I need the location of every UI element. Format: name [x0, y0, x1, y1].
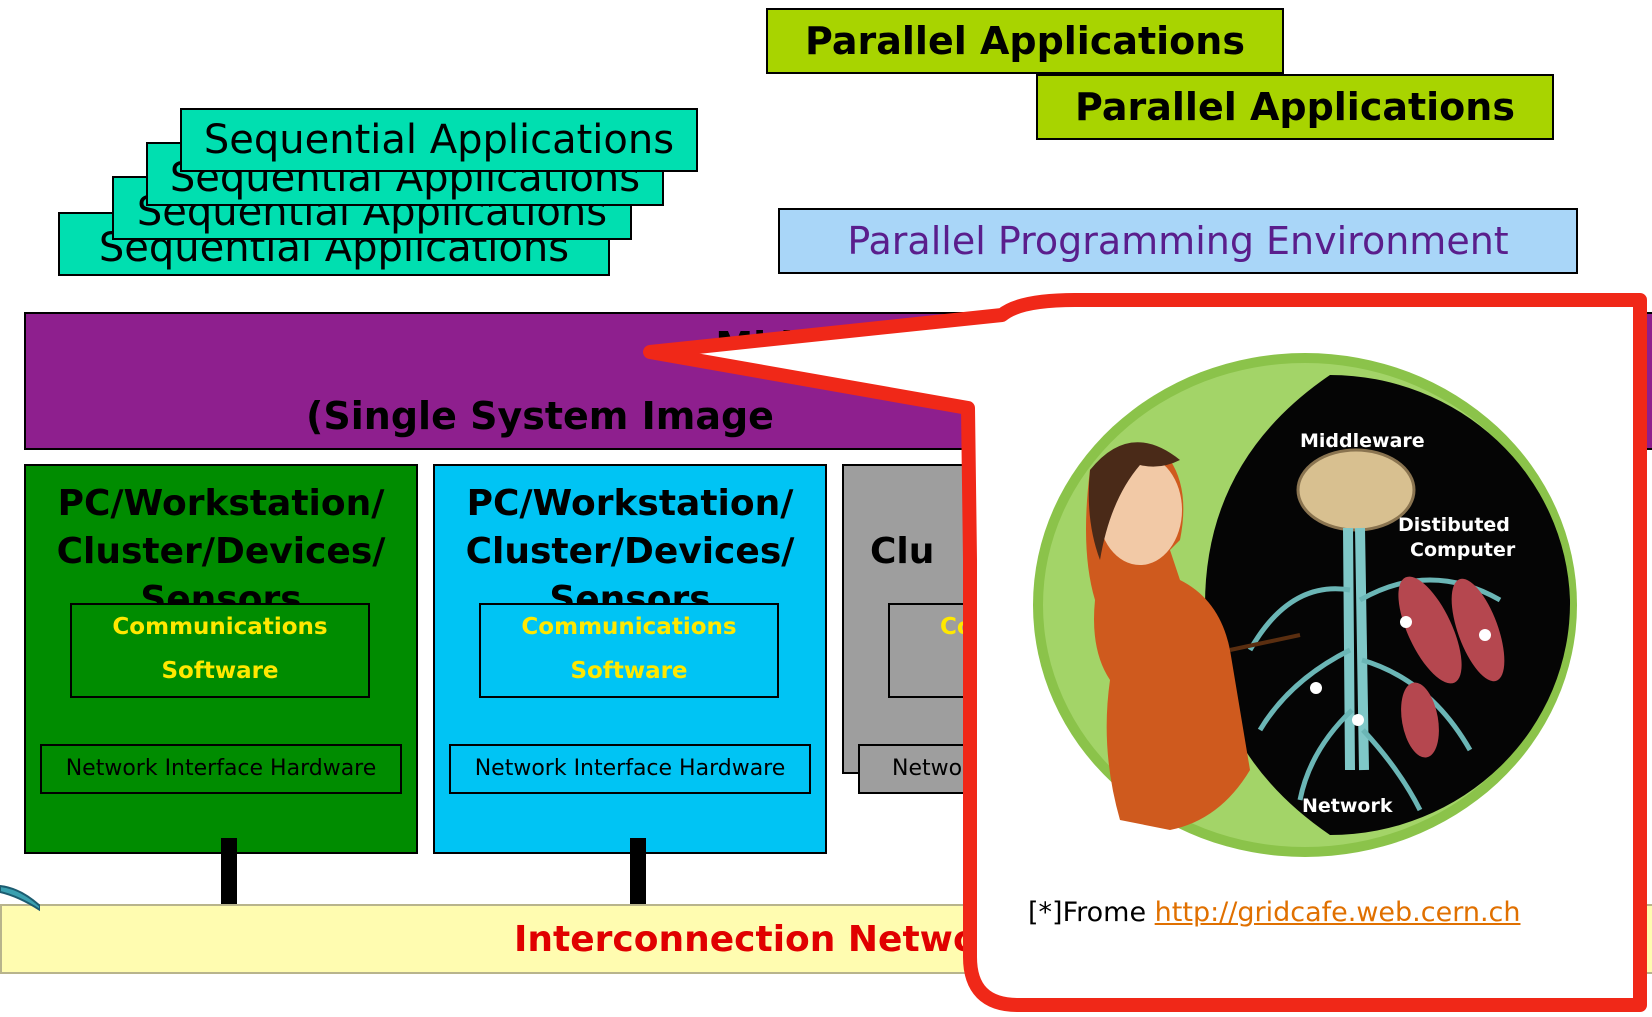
node-title-line: PC/Workstation/ — [466, 483, 794, 524]
communications-software-box-2: Communications Software — [479, 603, 779, 698]
sequential-applications-label: Sequential Applications — [203, 117, 675, 163]
grid-illustration: Middleware Distibuted Computer Network — [1033, 353, 1577, 857]
parallel-applications-box-1: Parallel Applications — [766, 8, 1284, 74]
network-interface-hardware-label: Network Interface Hardware — [65, 756, 377, 781]
node-title: PC/Workstation/ Cluster/Devices/ Sensors — [435, 480, 825, 606]
network-interface-hardware-box-1: Network Interface Hardware — [40, 744, 402, 794]
illustration-label-network: Network — [1302, 795, 1393, 817]
node-title: PC/Workstation/ Cluster/Devices/ Sensors — [26, 480, 416, 606]
parallel-applications-label: Parallel Applications — [805, 19, 1245, 63]
callout-source: [*]Frome http://gridcafe.web.cern.ch — [1028, 893, 1521, 933]
node-connector-1 — [221, 838, 237, 908]
illustration-label-computer: Computer — [1410, 539, 1516, 561]
illustration-label-middleware: Middleware — [1300, 430, 1425, 452]
sequential-applications-box-1: Sequential Applications — [180, 108, 698, 172]
communications-label: Communications — [112, 614, 328, 640]
software-label: Software — [570, 658, 688, 684]
middleware-subtitle: (Single System Image — [306, 394, 774, 438]
software-label: Software — [161, 658, 279, 684]
callout-source-link[interactable]: http://gridcafe.web.cern.ch — [1154, 897, 1521, 928]
parallel-programming-environment-label: Parallel Programming Environment — [847, 219, 1509, 263]
network-interface-hardware-label: Network Interface Hardware — [474, 756, 786, 781]
node-title: Clu — [870, 531, 935, 572]
node-title-line: Sensors — [140, 579, 302, 606]
callout-source-prefix: [*]Frome — [1028, 897, 1155, 928]
brain-icon — [1296, 448, 1416, 532]
communications-software-box-1: Communications Software — [70, 603, 370, 698]
node-title-line: PC/Workstation/ — [57, 483, 385, 524]
parallel-applications-box-2: Parallel Applications — [1036, 74, 1554, 140]
network-interface-hardware-box-2: Network Interface Hardware — [449, 744, 811, 794]
node-title-line: Cluster/Devices/ — [465, 531, 795, 572]
network-interface-hardware-label: Netwo — [892, 756, 963, 781]
node-title-line: Cluster/Devices/ — [56, 531, 386, 572]
node-title-line: Sensors — [549, 579, 711, 606]
interconnection-network-label: Interconnection Networ — [514, 919, 996, 960]
parallel-applications-label: Parallel Applications — [1075, 85, 1515, 129]
parallel-programming-environment-box: Parallel Programming Environment — [778, 208, 1578, 274]
node-connector-2 — [630, 838, 646, 908]
network-shadow-shape — [0, 884, 40, 912]
illustration-label-distributed: Distibuted — [1398, 514, 1510, 536]
communications-label: Communications — [521, 614, 737, 640]
